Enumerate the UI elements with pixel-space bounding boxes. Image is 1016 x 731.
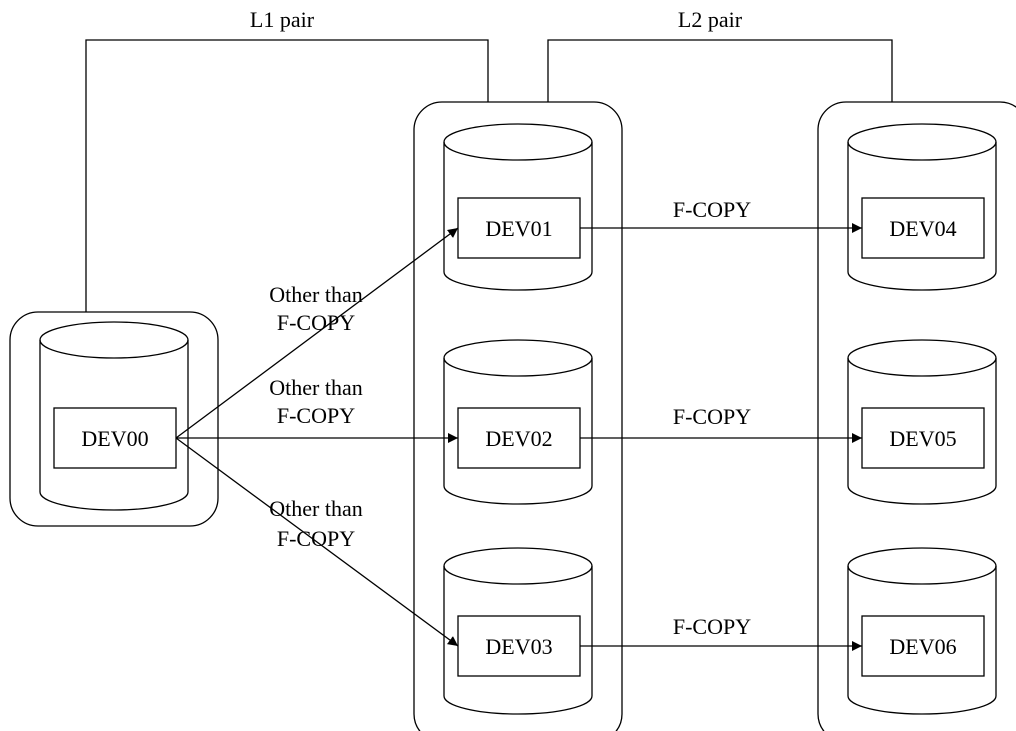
copy-label-dev01: Other than F-COPY [269,282,362,335]
l1-pair-bracket [85,39,489,312]
arrow-dev00-to-dev01 [175,227,459,439]
dev00-label: DEV00 [81,426,148,451]
copy-label-line2: F-COPY [277,403,355,428]
copy-label-dev02: Other than F-COPY [269,375,362,428]
dev05-label: DEV05 [889,426,956,451]
dev02-box: DEV02 [457,407,581,469]
dev02-label: DEV02 [485,426,552,451]
arrow-dev00-to-dev03 [175,437,459,647]
copy-label-line1: Other than [269,375,362,400]
dev03-box: DEV03 [457,615,581,677]
fcopy-label-dev05: F-COPY [673,404,751,429]
copy-label-line1: Other than [269,282,362,307]
copy-label-dev03: Other than F-COPY [269,496,362,551]
dev03-label: DEV03 [485,634,552,659]
dev04-label: DEV04 [889,216,956,241]
dev06-box: DEV06 [861,615,985,677]
dev05-box: DEV05 [861,407,985,469]
l1-target-container [413,101,623,731]
fcopy-label-dev06: F-COPY [673,614,751,639]
fcopy-label-dev04: F-COPY [673,197,751,222]
dev01-label: DEV01 [485,216,552,241]
dev06-label: DEV06 [889,634,956,659]
dev04-box: DEV04 [861,197,985,259]
dev00-container [9,311,219,527]
copy-label-line2: F-COPY [277,526,355,551]
dev01-box: DEV01 [457,197,581,259]
l2-target-container [817,101,1016,731]
l2-pair-bracket [547,39,893,102]
dev00-box: DEV00 [53,407,177,469]
l2-pair-label: L2 pair [678,7,743,32]
copy-label-line1: Other than [269,496,362,521]
l1-pair-label: L1 pair [250,7,315,32]
copy-label-line2: F-COPY [277,310,355,335]
